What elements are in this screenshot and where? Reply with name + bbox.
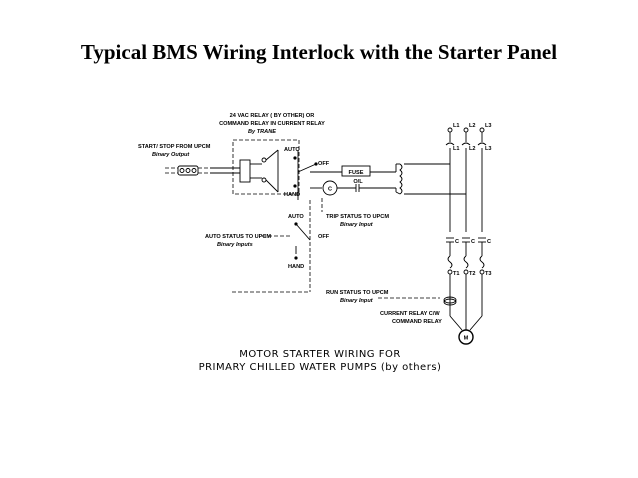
relay-label-line1: 24 VAC RELAY ( BY OTHER) OR bbox=[230, 113, 315, 119]
relay-coil bbox=[210, 149, 279, 193]
motor-symbol bbox=[458, 329, 474, 345]
off-top-label: OFF bbox=[318, 161, 330, 167]
l2-mid-label: L2 bbox=[469, 146, 476, 152]
l3-top-label: L3 bbox=[485, 123, 492, 129]
diagram-title: Typical BMS Wiring Interlock with the St… bbox=[80, 40, 558, 64]
current-relay-label: CURRENT RELAY C/W bbox=[380, 311, 440, 317]
control-circuit: FUSE C O/L bbox=[310, 164, 397, 196]
motor-circuit bbox=[443, 274, 483, 331]
run-status-label: RUN STATUS TO UPCM bbox=[326, 290, 389, 296]
hoa-switch-top bbox=[293, 150, 318, 200]
hand-mid-label: HAND bbox=[288, 264, 304, 270]
binary-output-label: Binary Output bbox=[152, 152, 190, 158]
auto-top-label: AUTO bbox=[284, 147, 300, 153]
motor-label: M bbox=[464, 336, 469, 342]
current-transformer bbox=[443, 296, 457, 304]
l1-top-label: L1 bbox=[453, 123, 460, 129]
auto-status-label: AUTO STATUS TO UPCM bbox=[205, 234, 271, 240]
off-mid-label: OFF bbox=[318, 234, 330, 240]
control-transformer bbox=[395, 163, 466, 195]
contact-c1-label: C bbox=[455, 239, 459, 245]
t3-label: T3 bbox=[485, 271, 492, 277]
contact-c2-label: C bbox=[471, 239, 475, 245]
auto-binary-label: Binary Inputs bbox=[217, 242, 253, 248]
fuse-label: FUSE bbox=[349, 170, 364, 176]
ol-label: O/L bbox=[353, 179, 363, 185]
hand-top-label: HAND bbox=[284, 192, 300, 198]
l3-mid-label: L3 bbox=[485, 146, 492, 152]
t1-label: T1 bbox=[453, 271, 460, 277]
relay-enclosure bbox=[232, 139, 300, 195]
trip-binary-label: Binary Input bbox=[340, 222, 374, 228]
coil-c-label: C bbox=[328, 187, 332, 193]
run-binary-label: Binary Input bbox=[340, 298, 374, 304]
contactor-contacts bbox=[446, 237, 486, 256]
trip-status-label: TRIP STATUS TO UPCM bbox=[326, 214, 389, 220]
auto-mid-label: AUTO bbox=[288, 214, 304, 220]
fuse-box bbox=[341, 165, 371, 177]
command-relay-label: COMMAND RELAY bbox=[392, 319, 442, 325]
l2-top-label: L2 bbox=[469, 123, 476, 129]
hoa-switch-mid bbox=[294, 200, 311, 292]
three-phase-lines bbox=[445, 127, 487, 232]
caption-line1: MOTOR STARTER WIRING FOR bbox=[239, 349, 401, 360]
l1-mid-label: L1 bbox=[453, 146, 460, 152]
relay-label-line2: COMMAND RELAY IN CURRENT RELAY bbox=[219, 121, 325, 127]
relay-label-line3: By TRANE bbox=[248, 129, 276, 135]
contact-c3-label: C bbox=[487, 239, 491, 245]
start-stop-label: START/ STOP FROM UPCM bbox=[138, 144, 211, 150]
caption-line2: PRIMARY CHILLED WATER PUMPS (by others) bbox=[199, 362, 442, 373]
binary-output-connector bbox=[165, 165, 210, 176]
t2-label: T2 bbox=[469, 271, 476, 277]
